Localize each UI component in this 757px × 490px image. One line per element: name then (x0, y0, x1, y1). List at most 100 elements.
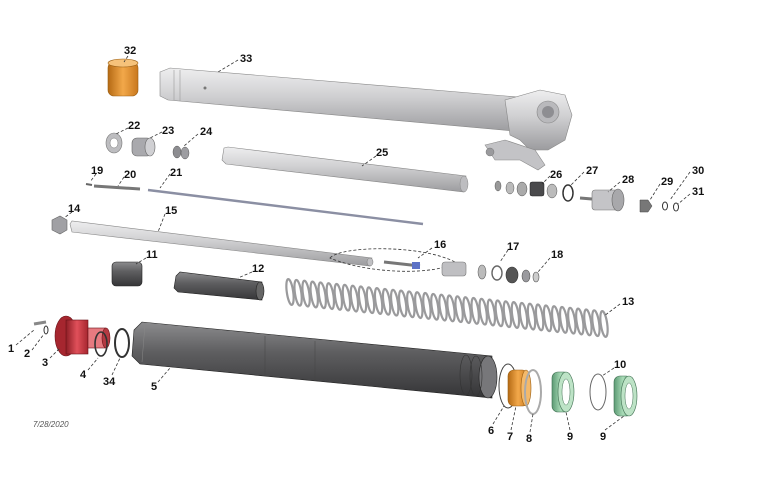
spring-coil (414, 291, 424, 320)
spring-coil (470, 296, 480, 325)
spring-coil (373, 287, 384, 315)
label-part-6: 6 (488, 425, 494, 437)
label-part-27: 27 (586, 165, 598, 177)
spring-coil (357, 285, 368, 314)
label-part-34: 34 (103, 376, 116, 388)
label-part-24: 24 (200, 126, 213, 138)
part-30-washer (662, 201, 668, 211)
spring-coil (317, 281, 327, 310)
spring-coil (518, 301, 529, 330)
part-labels: 1 2 3 4 5 6 7 8 9 9 10 11 12 13 14 15 16… (8, 45, 704, 445)
label-part-12: 12 (252, 263, 264, 275)
spring-coil (381, 287, 392, 316)
label-part-28: 28 (622, 174, 634, 186)
spring-coil (599, 310, 609, 338)
part-1-bleed-screw (33, 320, 47, 326)
spring-coil (502, 300, 513, 329)
part-13-spring (285, 278, 609, 338)
label-part-26: 26 (550, 169, 562, 181)
label-part-3: 3 (42, 357, 48, 369)
part-3-red-cap (54, 315, 111, 357)
part-21-long-rod (147, 188, 424, 226)
part-31-oring (673, 202, 679, 212)
part-29-bolt (639, 199, 653, 213)
label-part-7: 7 (507, 431, 513, 443)
spring-coil (430, 292, 440, 321)
part-26-stack (494, 180, 558, 199)
part-2-oring (43, 325, 49, 335)
label-part-4: 4 (80, 369, 87, 381)
label-part-9a: 9 (567, 431, 573, 443)
spring-coil (309, 280, 319, 309)
label-part-11: 11 (146, 249, 158, 261)
spring-coil (422, 291, 432, 320)
label-part-9b: 9 (600, 431, 606, 443)
part-18-nut (521, 269, 540, 283)
part-10-clip (589, 373, 607, 411)
label-part-20: 20 (124, 169, 136, 181)
label-part-14: 14 (68, 203, 81, 215)
spring-coil (478, 297, 488, 326)
label-part-22: 22 (128, 120, 140, 132)
spring-coil (365, 286, 376, 315)
part-32-bushing (107, 58, 139, 97)
spring-coil (591, 309, 601, 338)
part-14-nut (51, 215, 68, 235)
spring-coil (510, 301, 521, 329)
part-17-piston (441, 261, 519, 284)
spring-coil (526, 302, 537, 331)
spring-coil (575, 307, 585, 336)
part-16-group-outline (329, 248, 456, 272)
spring-coil (406, 290, 416, 319)
label-part-17: 17 (507, 241, 519, 253)
label-part-23: 23 (162, 125, 174, 137)
spring-coil (494, 299, 505, 328)
part-23-adjuster (131, 137, 156, 157)
part-22-nut (105, 132, 123, 154)
part-20-rod (93, 184, 141, 191)
part-9-seal-right (613, 375, 638, 417)
spring-coil (567, 306, 577, 335)
label-part-18: 18 (551, 249, 563, 261)
label-part-10: 10 (614, 359, 626, 371)
label-part-15: 15 (165, 205, 177, 217)
spring-coil (462, 296, 472, 325)
label-part-25: 25 (376, 147, 388, 159)
part-12-sleeve (173, 271, 265, 301)
part-28-top-cap (579, 188, 625, 212)
spring-coil (446, 294, 456, 323)
part-34-oring (114, 328, 130, 358)
label-part-29: 29 (661, 176, 673, 188)
part-33-upper-tube (159, 67, 573, 171)
spring-coil (333, 282, 344, 311)
label-part-33: 33 (240, 53, 252, 65)
label-part-19: 19 (91, 165, 103, 177)
spring-coil (486, 298, 497, 327)
label-part-8: 8 (526, 433, 532, 445)
spring-coil (550, 305, 561, 334)
part-4-oring (94, 331, 108, 357)
spring-coil (293, 278, 303, 307)
spring-coil (397, 289, 408, 318)
label-part-30: 30 (692, 165, 704, 177)
part-11-bumper (111, 261, 143, 287)
part-9-seal-left (551, 371, 575, 413)
spring-coil (534, 303, 545, 332)
spring-coil (285, 278, 295, 306)
spring-coil (558, 305, 569, 334)
label-part-21: 21 (170, 167, 182, 179)
label-part-2: 2 (24, 348, 30, 360)
spring-coil (341, 283, 352, 312)
label-part-1: 1 (8, 343, 14, 355)
spring-coil (438, 293, 448, 322)
leader-lines (15, 55, 691, 433)
label-part-5: 5 (151, 381, 157, 393)
part-5-lower-leg (131, 321, 498, 399)
date-stamp: 7/28/2020 (33, 420, 69, 429)
label-part-13: 13 (622, 296, 634, 308)
part-16-valve (383, 260, 421, 269)
part-27-oring (562, 184, 574, 202)
part-19-pin (85, 183, 93, 186)
label-part-32: 32 (124, 45, 136, 57)
